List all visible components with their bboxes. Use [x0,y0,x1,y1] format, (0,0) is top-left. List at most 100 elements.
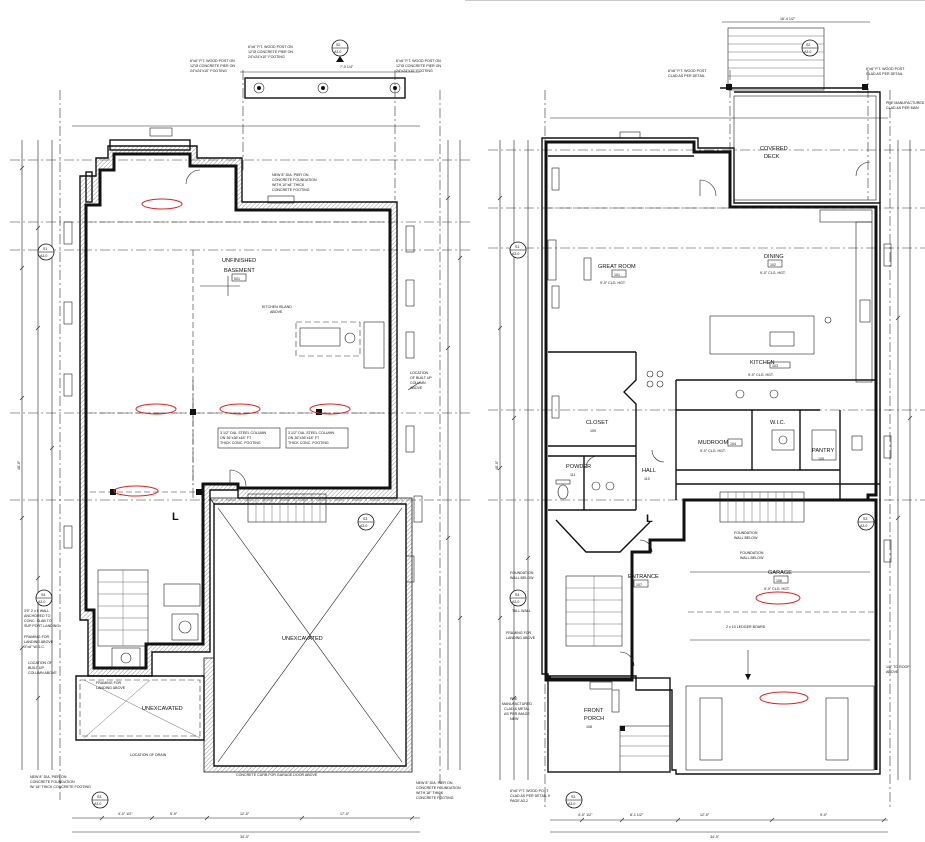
svg-text:A3.0: A3.0 [568,802,575,806]
note-ledger: 2 x 10 LEDGER BOARD [726,625,766,629]
note-pier-3: WITH 10"x8" THICK [272,183,305,187]
section-marker-s4-left: S4 A3.0 [35,589,53,607]
svg-text:S4: S4 [41,593,45,597]
note-bottom-right-3: WITH 18" THICK [416,791,444,795]
svg-text:A3.0: A3.0 [512,600,519,604]
note-pre-4: AS PER IMAGE [504,712,530,716]
note-garage-door: CONCRETE CURB FOR GARAGE DOOR ABOVE [236,773,318,777]
room-pantry: PANTRY [812,448,834,454]
dim-bottom-c: 12'-0" [240,812,250,816]
main-floor-plan: 4'-0" 1/2" 8'-1 1/2" 12'-0" 9'-0" 34'-0"… [488,17,925,839]
svg-text:S3: S3 [363,517,367,521]
note-tr-pre-1: PRE MANUFACTURED [886,101,925,105]
note-bottom-right-1: NEW 8" DIA. PIER ON [416,781,453,785]
dim-bottom-total: 34'-0" [240,835,250,839]
svg-text:A3.0: A3.0 [804,50,811,54]
dim-top: 7'-0 1/4" [340,65,354,69]
tag-porch: 108 [586,725,592,729]
basement-room-labels: UNFINISHED BASEMENT 001 UNEXCAVATED UNEX… [142,258,323,712]
note-post-mid-3: 24"x24"x10" FOOTING [248,55,285,59]
room-kitchen: KITCHEN [750,360,775,366]
note-col-right-3: THICK CONC. FOOTING [288,441,329,445]
right-wall-tags [551,131,892,713]
note-wall-2: ANCHORED TO [24,614,51,618]
note-wall-7: 3"x6" W.O.C. [24,645,45,649]
section-marker-s3-right-mid: S3 A3.0 [857,513,875,531]
note-wood-post-2: CLAD AS PER DETAIL [668,74,705,78]
tag-mudroom: 104 [730,442,736,446]
dim-r-bottom-c: 12'-0" [700,813,710,817]
note-bottom-left-2: CONCRETE FOUNDATION [30,780,75,784]
tag-great-room: 101 [614,273,620,277]
room-front-porch-1: FRONT [584,708,604,714]
garage-unexcavated-cross [83,507,403,763]
note-foundation-wall-1: FOUNDATION [734,531,758,535]
note-post-left-1: 6"x6" P.T. WOOD POST ON [190,59,235,63]
note-col-left-3: THICK CONC. FOOTING [220,441,261,445]
note-tr-pre-2: CLAD AS PER MAN [886,106,919,110]
left-section-markers: S2 A3.0 S1 A3.0 S4 A3.0 S3 A3.0 S3 [35,39,375,809]
room-basement-line2: BASEMENT [224,268,255,274]
note-bottom-left-3: W/ 18" THICK CONCRETE FOOTING [30,785,91,789]
deck-stairs [720,27,868,91]
svg-text:L: L [172,511,179,523]
note-pre-5: NEW [510,717,519,721]
left-dimensions: 48'-0" 4'-0" 1/2" 5'-9" 12'-0" 17'-0" 34… [17,65,463,839]
left-wall-tags [63,127,423,583]
room-great-room: GREAT ROOM [598,264,636,270]
note-location-4: ABOVE [410,386,423,390]
note-framing-1: FRAMING FOR [506,631,532,635]
basement-stair [97,493,327,647]
note-bottom-right-4: CONCRETE FOOTING [416,796,454,800]
main-floor-room-labels: GREAT ROOM 101 9'-0" CLG. HGT. DINING 10… [566,146,834,729]
room-dining: DINING [764,254,784,260]
section-marker-s3-left-bottom: S3 A3.0 [91,791,109,809]
room-wic: W.I.C. [770,420,786,426]
basement-interior: L [90,77,421,669]
section-marker-s1-right: S1 A3.0 [509,241,527,259]
note-builtup-2: BUILT UP [28,666,44,670]
dim-r-bottom-total: 34'-0" [710,835,720,839]
svg-text:A3.0: A3.0 [360,524,367,528]
note-landing-2: LANDING ABOVE [96,686,126,690]
note-wall-1: 3'5" 2 x 6 WALL [24,609,49,613]
svg-text:L: L [646,513,653,525]
note-bottom-right-2: CONCRETE FOUNDATION [416,786,461,790]
svg-text:S1: S1 [43,247,47,251]
note-wall-3: CONC. SLAB TO [24,619,52,623]
note-tr-2: CLAD AS PER DETAIL [866,72,903,76]
note-col-right-2: ON 36"x36"x18" FT [288,436,320,440]
svg-text:A3.0: A3.0 [512,252,519,256]
dim-r-bottom-a: 4'-0" 1/2" [578,813,593,817]
note-island-2: ABOVE [270,310,283,314]
section-marker-s1-left: S1 A3.0 [37,243,55,261]
section-marker-s2-right: S2 A3.0 [801,39,819,57]
note-island-1: KITCHEN ISLAND [262,305,292,309]
note-drain: LOCATION OF DRAIN [130,753,167,757]
note-tr-1: 6"x6" P.T. WOOD POST [866,67,905,71]
room-covered-deck-2: DECK [764,154,780,160]
note-bottom-2: CLAD AS PER DETAIL 9 [510,794,550,798]
svg-text:A3.0: A3.0 [40,254,47,258]
svg-text:S4: S4 [515,593,519,597]
note-post-left-2: 12"Ø CONCRETE PIER ON [190,64,235,68]
room-unexcavated-garage: UNEXCAVATED [282,636,323,642]
room-hall: HALL [642,468,656,474]
note-location-3: COLUMN [410,381,426,385]
note-location-1: LOCATION [410,371,429,375]
note-location-2: OF BUILT UP [410,376,432,380]
dim-r-top: 16'-4 1/2" [780,17,796,21]
note-bottom-left-1: NEW 8" DIA. PIER ON [30,775,67,779]
room-powder: POWDER [566,464,591,470]
main-floor-walls [541,91,881,775]
right-section-markers: S2 A3.0 S1 A3.0 S4 A3.0 S3 A3.0 S3 A [509,39,875,809]
ceiling-kitchen: 9'-0" CLG. HGT. [748,373,774,377]
section-marker-s3-left-mid: S3 A3.0 [357,513,375,531]
note-right-1: 1/2" TO ROOF [886,665,910,669]
tag-closet: 109 [590,429,596,433]
note-bottom-3: PAGE A3.2 [510,799,528,803]
island-above [295,321,361,357]
room-unexcavated-front: UNEXCAVATED [142,706,183,712]
note-tall-wall: TALL WALL [512,609,531,613]
